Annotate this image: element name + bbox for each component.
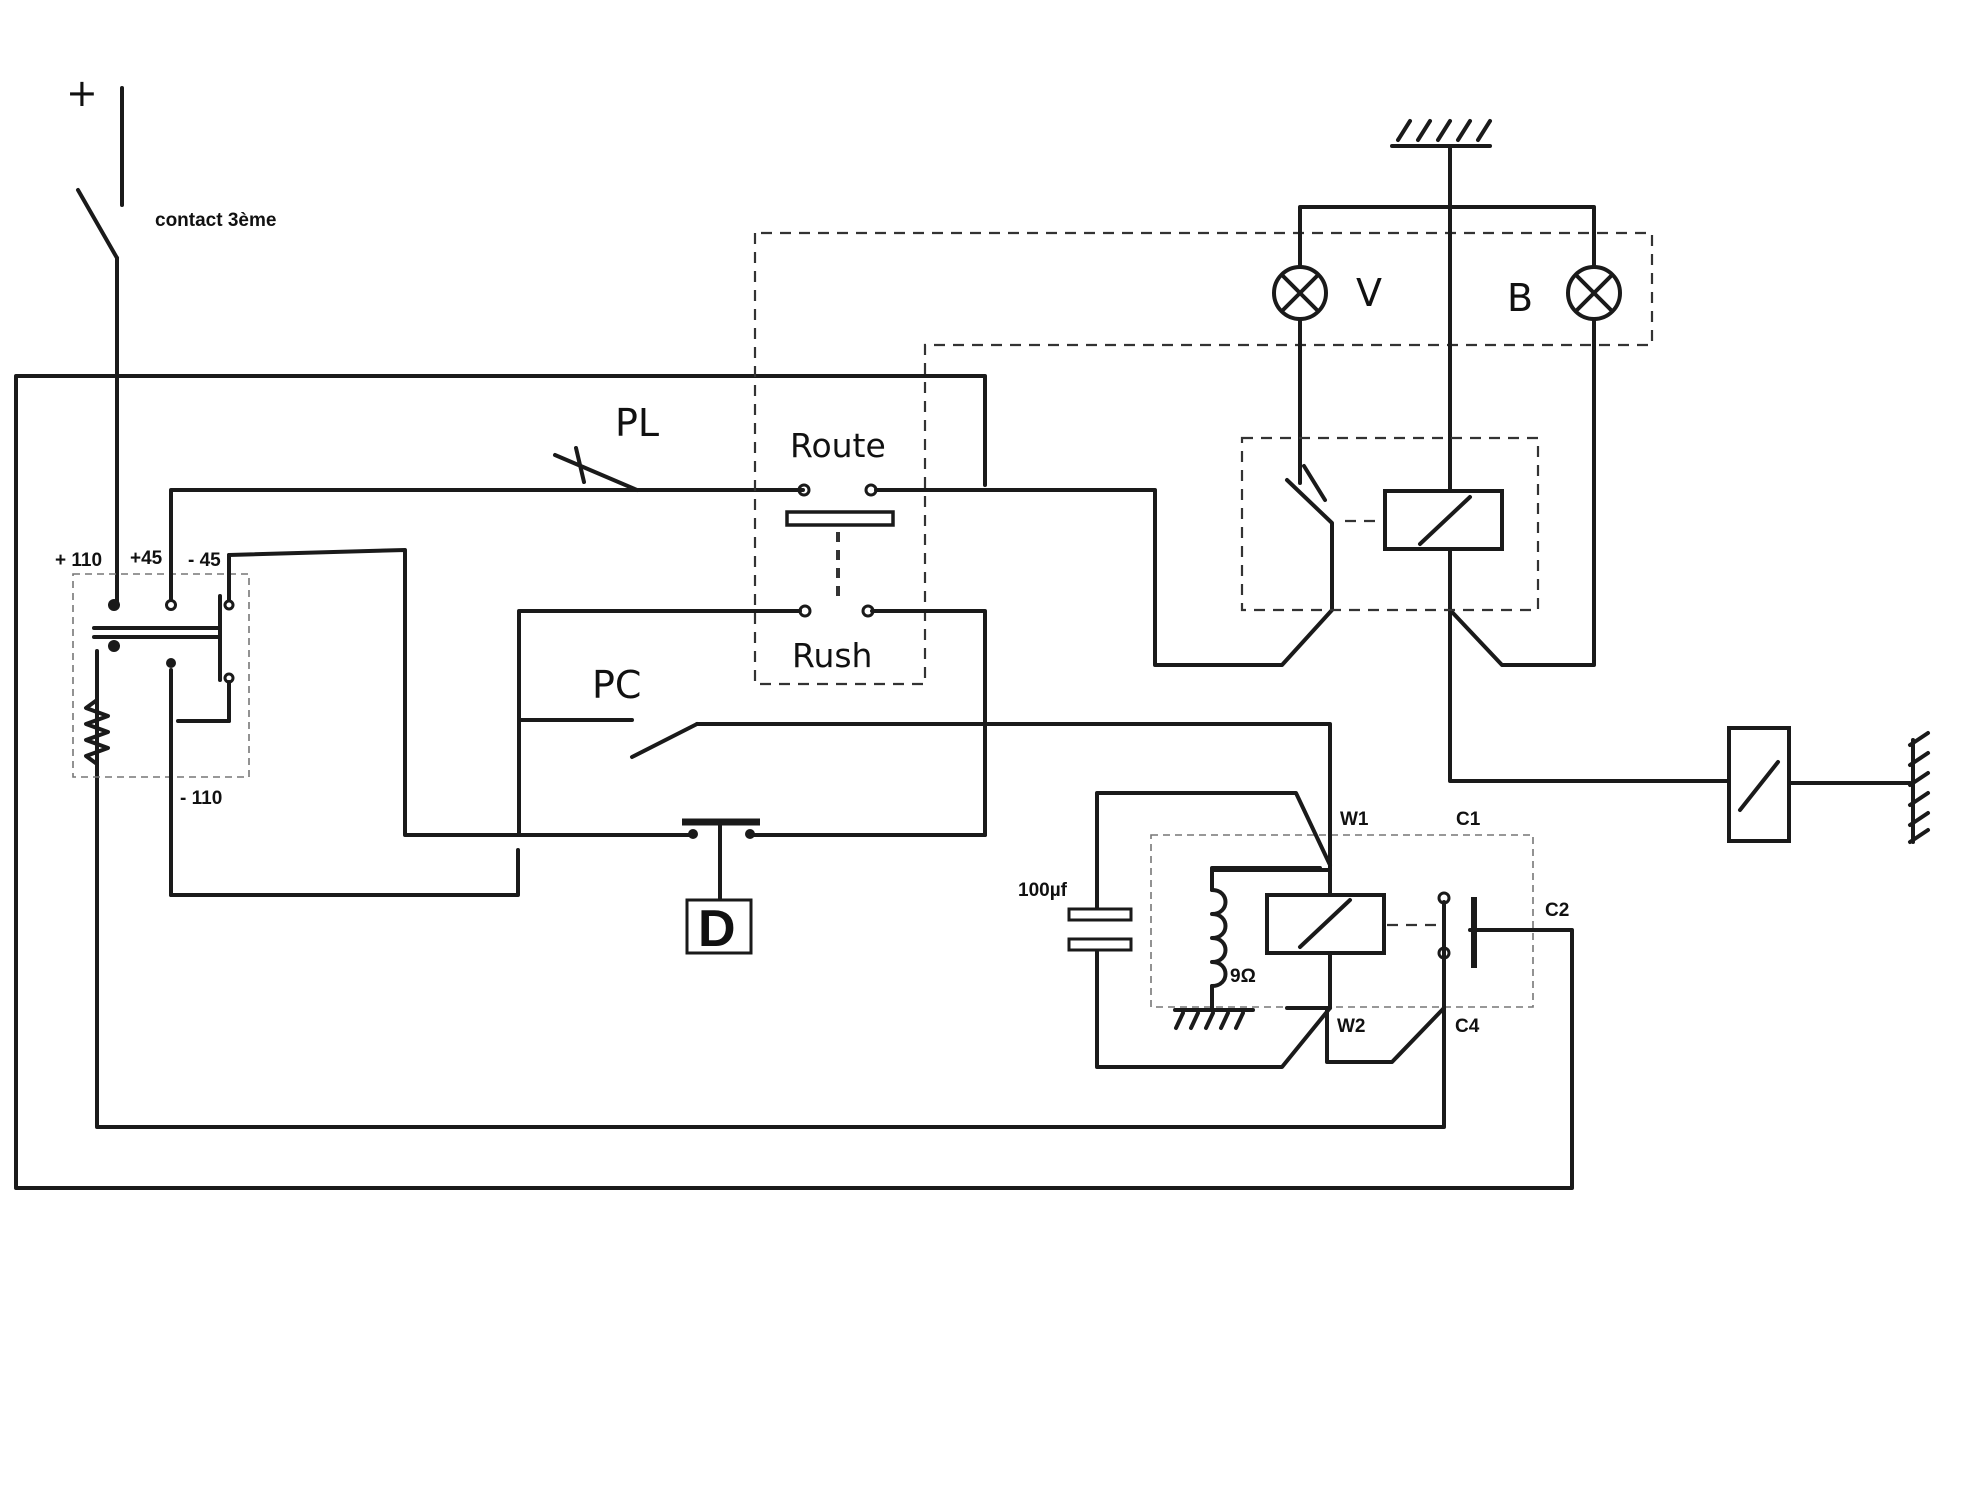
top-right-relay-box [1240, 436, 1540, 612]
c2-label: C2 [1545, 900, 1569, 921]
lamp-bus [1298, 205, 1596, 312]
wire-minus45 [227, 548, 550, 837]
c4-label: C4 [1455, 1016, 1480, 1037]
solenoid-coil [1727, 726, 1791, 843]
pl-switch [553, 446, 805, 492]
wire-minus110 [169, 848, 520, 897]
w2-label: W2 [1337, 1016, 1366, 1037]
plus45-label: +45 [130, 548, 163, 569]
c1-label: C1 [1456, 809, 1481, 830]
d-pushbutton [517, 818, 987, 955]
w1-label: W1 [1340, 809, 1369, 830]
contact-label: contact 3ème [155, 210, 276, 231]
pc-switch [517, 718, 1332, 837]
route-label: Route [790, 426, 886, 465]
terminal-plus110 [108, 599, 120, 611]
wire-rush-left [517, 609, 802, 837]
ground-top [1390, 119, 1492, 148]
lamp-b [1566, 265, 1622, 321]
rush-label: Rush [792, 636, 872, 675]
pc-label: PC [592, 663, 641, 707]
wire-lamp-b [1450, 317, 1596, 667]
minus45-label: - 45 [188, 550, 221, 571]
minus110-label: - 110 [180, 788, 222, 809]
plus-terminal-label: + [66, 71, 98, 115]
inductor-label: 9Ω [1230, 966, 1256, 987]
capacitor-100uf [1067, 791, 1332, 1069]
capacitor-label: 100µf [1018, 880, 1068, 901]
d-button-label: D [698, 900, 736, 958]
ground-right [1908, 731, 1930, 844]
wire-to-solenoid [1448, 618, 1731, 783]
inductor-9ohm [1173, 866, 1322, 1030]
resistor-coil [84, 649, 110, 772]
left-relay-box [72, 553, 250, 897]
outer-loop-wire [14, 374, 1574, 1190]
pl-label: PL [615, 401, 659, 445]
lamp-v [1272, 265, 1328, 321]
return-loop-wire [95, 658, 1446, 1129]
lamp-v-label: V [1356, 271, 1382, 315]
wire-route-to-relay [874, 478, 1334, 667]
wire-plus45 [169, 488, 614, 602]
terminal-minus45 [223, 599, 235, 611]
lamp-b-label: B [1507, 276, 1533, 320]
plus110-label: + 110 [55, 550, 102, 571]
contact-3eme-switch [76, 188, 119, 607]
